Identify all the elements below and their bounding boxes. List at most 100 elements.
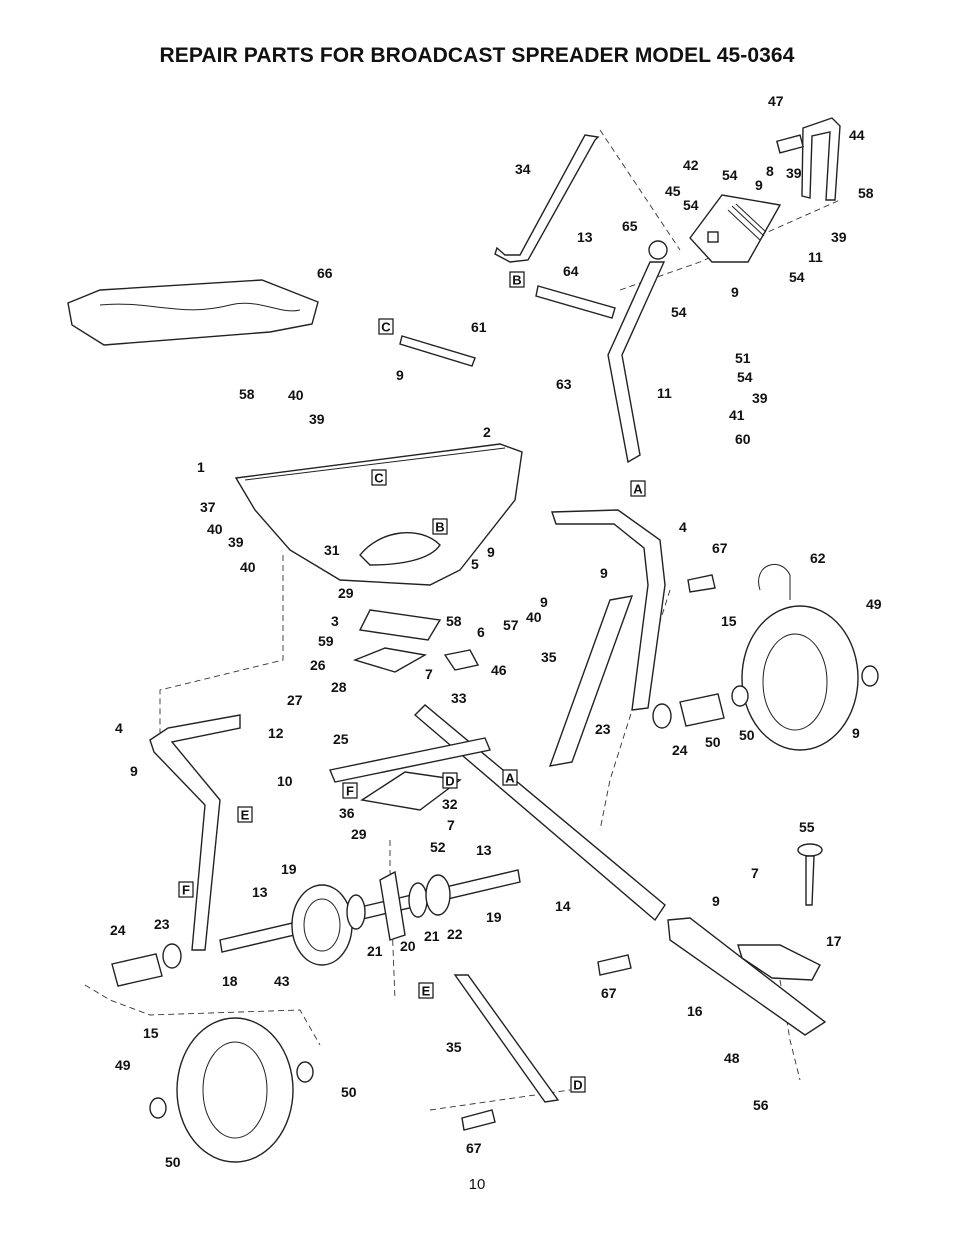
bracket-plate-3 [358, 609, 442, 641]
callout-label: 13 [577, 229, 593, 245]
callout-label: 24 [110, 922, 126, 938]
frame-tube-14 [413, 704, 666, 922]
callout-label: 35 [446, 1039, 462, 1055]
callout-label: 19 [486, 909, 502, 925]
callout-label: 60 [735, 431, 751, 447]
callout-label: 50 [739, 727, 755, 743]
reference-marker-box [371, 469, 387, 486]
reference-marker: E [418, 982, 434, 999]
reference-marker-box [442, 772, 458, 789]
callout-label: 49 [115, 1057, 131, 1073]
reference-marker-letter: B [512, 273, 521, 288]
reference-marker-letter: A [633, 482, 643, 497]
callout-label: 26 [310, 657, 326, 673]
reference-marker-letter: E [241, 808, 250, 823]
callout-label: 15 [143, 1025, 159, 1041]
callout-label: 46 [491, 662, 507, 678]
callout-label: 35 [541, 649, 557, 665]
callout-label: 50 [165, 1154, 181, 1170]
reference-marker-box [570, 1076, 586, 1093]
callout-label: 32 [442, 796, 458, 812]
callout-label: 57 [503, 617, 519, 633]
callout-label: 8 [766, 163, 774, 179]
callout-label: 14 [555, 898, 571, 914]
reference-marker-box [342, 782, 358, 799]
callout-label: 12 [268, 725, 284, 741]
callout-label: 44 [849, 127, 865, 143]
callout-label: 2 [483, 424, 491, 440]
callout-label: 29 [338, 585, 354, 601]
cover-wrinkle [99, 302, 301, 312]
callout-label: 55 [799, 819, 815, 835]
callout-label: 9 [396, 367, 404, 383]
callout-label: 61 [471, 319, 487, 335]
spinner-26 [352, 647, 428, 673]
callout-label: 4 [115, 720, 123, 736]
callout-label: 39 [752, 390, 768, 406]
reference-marker-letter: A [505, 771, 515, 786]
grip-47 [775, 134, 805, 154]
reference-marker-box [378, 318, 394, 335]
callout-label: 15 [721, 613, 737, 629]
callout-label: 48 [724, 1050, 740, 1066]
gear-22 [425, 874, 451, 916]
reference-marker-box [418, 982, 434, 999]
callout-label: 50 [341, 1084, 357, 1100]
callout-label: 29 [351, 826, 367, 842]
callout-label: 3 [331, 613, 339, 629]
reference-marker-box [432, 518, 448, 535]
hitch-bracket-17 [737, 944, 821, 981]
reference-marker-box [502, 769, 518, 786]
callout-label: 54 [683, 197, 699, 213]
axle-18 [219, 869, 521, 953]
callout-label: 34 [515, 161, 531, 177]
callout-label: 66 [317, 265, 333, 281]
hitch-pin-62 [758, 563, 791, 600]
callout-label: 33 [451, 690, 467, 706]
callout-label: 63 [556, 376, 572, 392]
reference-marker: B [432, 518, 448, 535]
hopper-1 [234, 443, 523, 586]
reference-marker-letter: C [374, 471, 384, 486]
callout-label: 9 [130, 763, 138, 779]
washer-50-right-b [861, 665, 879, 687]
spring-42 [727, 203, 767, 241]
reference-marker-box [509, 271, 525, 288]
callout-label: 39 [228, 534, 244, 550]
bushing-21b [408, 882, 428, 918]
reference-marker-box [237, 806, 253, 823]
callout-label: 11 [808, 249, 823, 265]
callout-label: 16 [687, 1003, 703, 1019]
callout-label: 64 [563, 263, 579, 279]
hitch-pin-55-head [797, 843, 823, 857]
frame-4-right [551, 509, 666, 711]
callout-label: 9 [600, 565, 608, 581]
reference-marker: C [378, 318, 394, 335]
tab-46 [443, 649, 480, 671]
reference-marker: A [630, 480, 646, 497]
callout-label: 67 [466, 1140, 482, 1156]
plate-slot [707, 231, 719, 243]
callout-label: 45 [665, 183, 681, 199]
callout-label: 4 [679, 519, 687, 535]
callout-label: 52 [430, 839, 446, 855]
callout-label: 11 [657, 385, 672, 401]
callout-label: 49 [866, 596, 882, 612]
upper-handle-44 [801, 117, 841, 201]
reference-marker-letter: F [346, 784, 354, 799]
callout-label: 9 [731, 284, 739, 300]
spacer-24-right [679, 693, 725, 727]
reference-marker: F [342, 782, 358, 799]
callout-label: 36 [339, 805, 355, 821]
callout-label: 21 [367, 943, 383, 959]
callout-label: 39 [786, 165, 802, 181]
callout-label: 24 [672, 742, 688, 758]
callout-label: 7 [751, 865, 759, 881]
washer-50-left-b [296, 1061, 314, 1083]
control-plate-42 [689, 194, 782, 263]
reference-marker-letter: F [182, 883, 190, 898]
hopper-agitator-31 [359, 532, 441, 566]
bushing-23-left [162, 943, 182, 969]
bolt-67-mid [597, 954, 632, 976]
